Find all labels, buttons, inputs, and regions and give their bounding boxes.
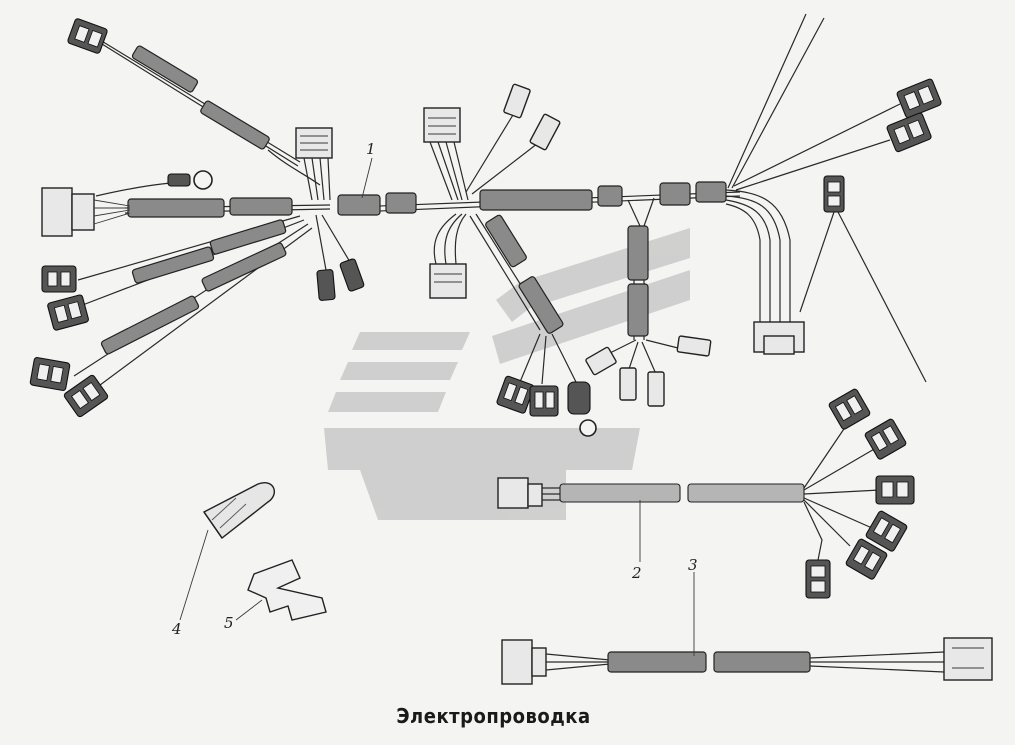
connector-block [423, 107, 461, 143]
harness-2-sleeve [687, 483, 805, 503]
harness-2 [497, 388, 915, 599]
connector-block [531, 647, 547, 677]
spade-terminal [886, 112, 932, 153]
svg-text:3: 3 [688, 556, 698, 574]
harness-1-sleeve [131, 45, 199, 93]
harness-1-sleeve [485, 214, 527, 268]
harness-1-sleeve [229, 197, 293, 216]
harness-1-sleeve [695, 181, 727, 203]
harness-1-sleeve [627, 283, 649, 337]
spade-terminal [896, 78, 942, 119]
spade-terminal [865, 510, 908, 552]
bullet-terminal [585, 346, 617, 376]
figure-caption: Электропроводка [396, 704, 591, 728]
harness-1-sleeve [200, 100, 270, 150]
spade-terminal [63, 374, 109, 418]
connector-block [763, 335, 795, 355]
harness-1-sleeve [127, 198, 225, 218]
spade-terminal [845, 538, 888, 580]
harness-1 [29, 13, 942, 437]
harness-1-sleeve [100, 295, 200, 355]
harness-3-sleeve [713, 651, 811, 673]
spade-terminal [29, 357, 71, 391]
callout-1: 1 [361, 140, 376, 199]
bullet-terminal [529, 113, 561, 151]
ring-terminal [567, 381, 591, 415]
harness-1-sleeve [337, 194, 381, 216]
spade-terminal [875, 475, 915, 505]
bullet-terminal [503, 83, 531, 119]
callout-3: 3 [688, 556, 698, 656]
spade-terminal [529, 385, 559, 417]
harness-1-sleeve [659, 182, 691, 206]
svg-text:1: 1 [366, 140, 376, 158]
connector-block [497, 477, 529, 509]
harness-1-sleeve [518, 276, 564, 334]
harness-1-sleeve [209, 219, 287, 255]
spade-terminal [864, 418, 907, 460]
svg-text:4: 4 [171, 620, 182, 638]
harness-1-sleeve [385, 192, 417, 214]
spade-terminal [47, 294, 89, 331]
part-4-cap [202, 482, 276, 540]
harness-2-sleeve [559, 483, 681, 503]
spade-terminal [41, 265, 77, 293]
bullet-terminal [676, 335, 712, 357]
connector-block [527, 483, 543, 507]
connector-block [943, 637, 993, 681]
callout-5: 5 [224, 599, 263, 632]
connector-block [429, 263, 467, 299]
bullet-terminal [647, 371, 665, 407]
spade-terminal [805, 559, 831, 599]
svg-text:5: 5 [224, 614, 234, 632]
part-5-clip [247, 559, 327, 621]
svg-text:2: 2 [631, 564, 642, 582]
harness-3-sleeve [607, 651, 707, 673]
harness-1-sleeve [479, 189, 593, 211]
harness-1-sleeve [201, 242, 287, 292]
connector-block [501, 639, 533, 685]
harness-1-sleeve [131, 246, 215, 284]
callout-4: 4 [171, 529, 209, 638]
spade-terminal [823, 175, 845, 213]
bullet-terminal [339, 258, 365, 292]
connector-block [41, 187, 73, 237]
connector-block [71, 193, 95, 231]
ring-terminal [167, 173, 191, 187]
spade-terminal [496, 375, 535, 414]
spade-terminal [67, 18, 108, 54]
harness-1-sleeve [627, 225, 649, 281]
harness-3 [501, 637, 993, 685]
bullet-terminal [316, 269, 336, 301]
callout-2: 2 [631, 500, 642, 582]
spade-terminal [828, 388, 871, 430]
bullet-terminal [619, 367, 637, 401]
harness-1-sleeve [597, 185, 623, 207]
